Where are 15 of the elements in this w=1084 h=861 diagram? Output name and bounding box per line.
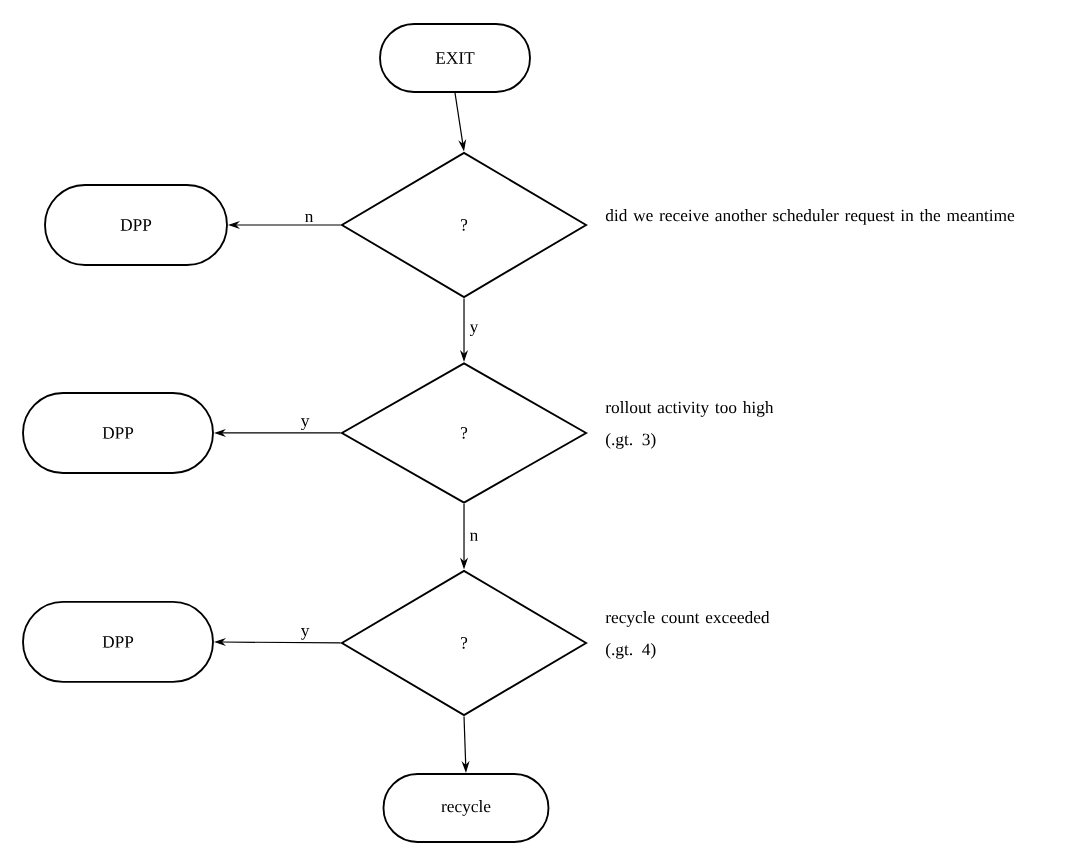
condition-note: (.gt. 3): [606, 433, 656, 449]
terminal-box: EXIT: [379, 23, 531, 93]
edge-label: y: [468, 323, 480, 338]
condition-note: did we receive another scheduler request in the meantime: [605, 209, 1015, 225]
edge-label: n: [303, 212, 315, 224]
terminal-box: DPP: [44, 184, 228, 266]
condition-note: (.gt. 4): [606, 643, 656, 659]
terminal-box: DPP: [22, 601, 214, 683]
terminal-box: DPP: [22, 392, 214, 474]
edge-label: n: [468, 531, 480, 543]
edge-label: y: [299, 626, 311, 642]
condition-note: recycle count exceeded: [605, 611, 770, 627]
condition-note: rollout activity too high: [605, 401, 774, 417]
edge-label: y: [299, 417, 311, 432]
terminal-box: recycle: [382, 773, 550, 843]
